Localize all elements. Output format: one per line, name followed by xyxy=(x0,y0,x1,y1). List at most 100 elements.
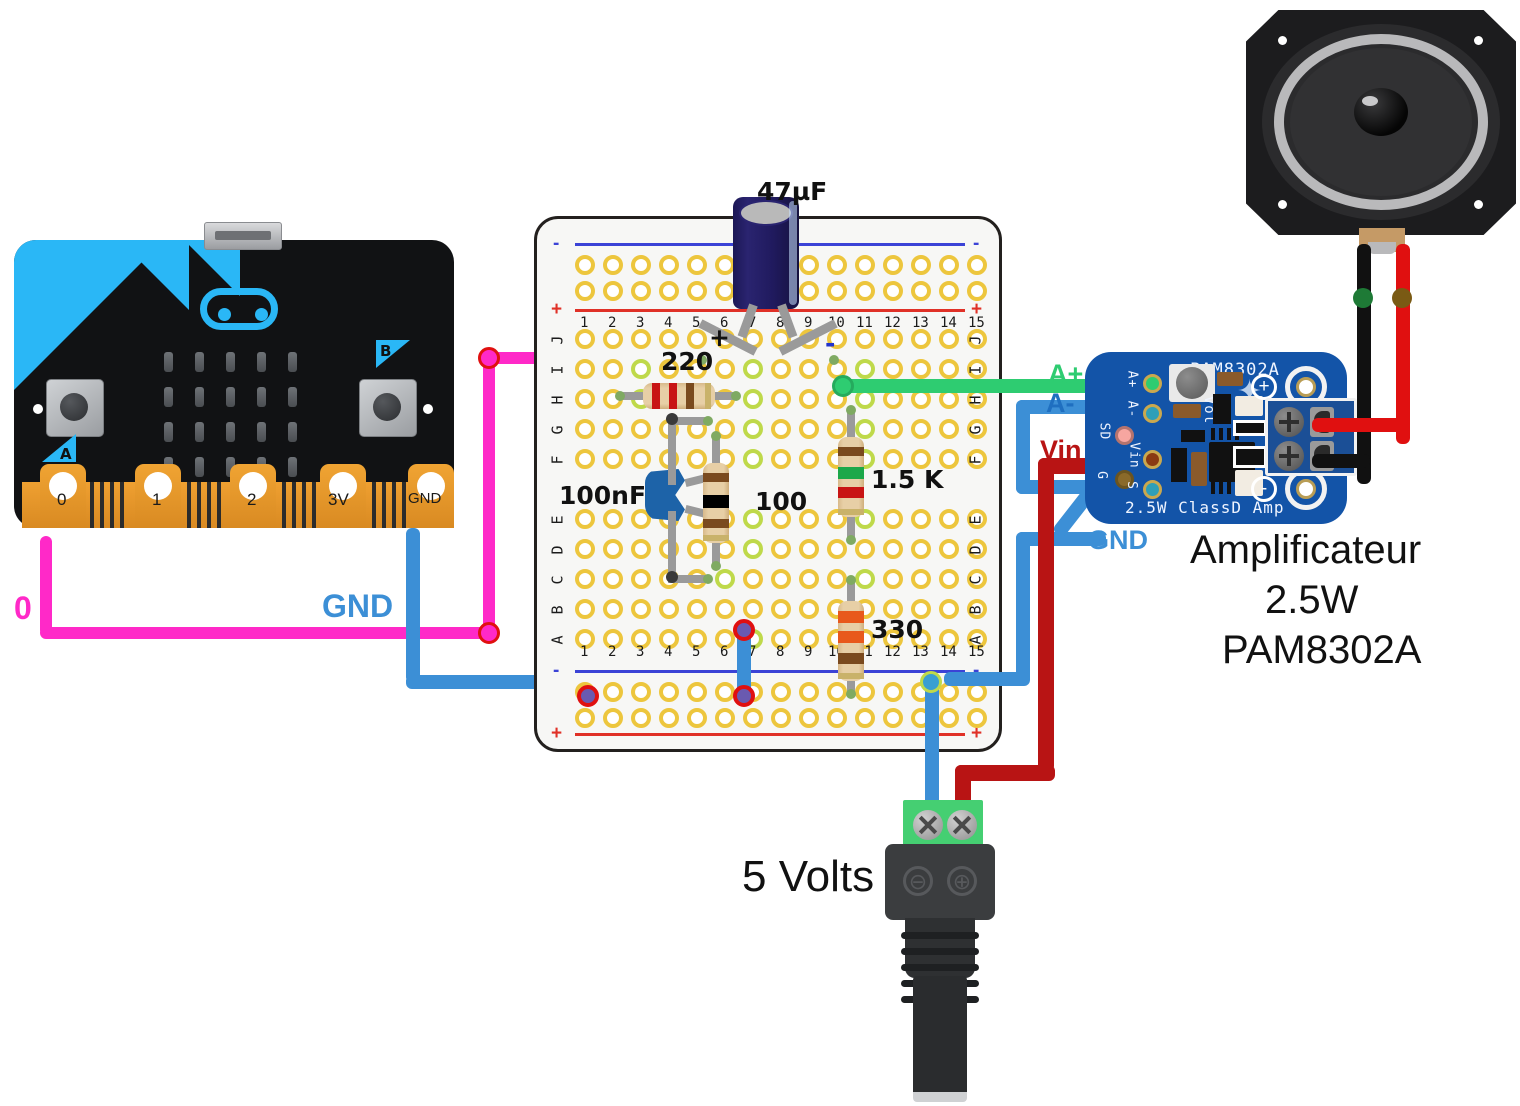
rail-hole-bottom-1-14[interactable] xyxy=(939,708,959,728)
hole-G7[interactable] xyxy=(743,419,763,439)
amplifier-pin-s[interactable] xyxy=(1143,480,1162,499)
rail-hole-bottom-0-2[interactable] xyxy=(603,682,623,702)
hole-C7[interactable] xyxy=(743,569,763,589)
rail-hole-top-1-12[interactable] xyxy=(883,281,903,301)
rail-hole-top-0-12[interactable] xyxy=(883,255,903,275)
rail-hole-top-1-5[interactable] xyxy=(687,281,707,301)
rail-hole-bottom-1-3[interactable] xyxy=(631,708,651,728)
hole-B9[interactable] xyxy=(799,599,819,619)
hole-I6[interactable] xyxy=(715,359,735,379)
hole-J11[interactable] xyxy=(855,329,875,349)
rail-hole-top-1-4[interactable] xyxy=(659,281,679,301)
hole-B5[interactable] xyxy=(687,599,707,619)
hole-A2[interactable] xyxy=(603,629,623,649)
hole-D3[interactable] xyxy=(631,539,651,559)
hole-A8[interactable] xyxy=(771,629,791,649)
hole-C1[interactable] xyxy=(575,569,595,589)
rail-hole-top-1-14[interactable] xyxy=(939,281,959,301)
rail-hole-top-1-15[interactable] xyxy=(967,281,987,301)
rail-hole-top-1-1[interactable] xyxy=(575,281,595,301)
hole-I11[interactable] xyxy=(855,359,875,379)
amplifier-terminal-screw-plus[interactable] xyxy=(1274,407,1304,437)
hole-D9[interactable] xyxy=(799,539,819,559)
rail-hole-bottom-1-15[interactable] xyxy=(967,708,987,728)
rail-hole-top-1-11[interactable] xyxy=(855,281,875,301)
hole-D15[interactable] xyxy=(967,539,987,559)
hole-F5[interactable] xyxy=(687,449,707,469)
hole-A13[interactable] xyxy=(911,629,931,649)
amplifier-terminal-screw-minus[interactable] xyxy=(1274,441,1304,471)
hole-I15[interactable] xyxy=(967,359,987,379)
hole-F7[interactable] xyxy=(743,449,763,469)
rail-hole-bottom-0-8[interactable] xyxy=(771,682,791,702)
hole-H9[interactable] xyxy=(799,389,819,409)
rail-hole-top-0-14[interactable] xyxy=(939,255,959,275)
hole-C6[interactable] xyxy=(715,569,735,589)
rail-hole-bottom-1-5[interactable] xyxy=(687,708,707,728)
microbit-button-a[interactable] xyxy=(46,379,104,437)
hole-I9[interactable] xyxy=(799,359,819,379)
amplifier-pin-g[interactable] xyxy=(1115,470,1134,489)
amplifier-pin-aplus[interactable] xyxy=(1143,374,1162,393)
amplifier-pin-aminus[interactable] xyxy=(1143,404,1162,423)
hole-D7[interactable] xyxy=(743,539,763,559)
hole-A9[interactable] xyxy=(799,629,819,649)
rail-hole-top-0-4[interactable] xyxy=(659,255,679,275)
rail-hole-top-0-5[interactable] xyxy=(687,255,707,275)
rail-hole-top-0-6[interactable] xyxy=(715,255,735,275)
hole-D12[interactable] xyxy=(883,539,903,559)
rail-hole-bottom-0-3[interactable] xyxy=(631,682,651,702)
hole-C13[interactable] xyxy=(911,569,931,589)
hole-B1[interactable] xyxy=(575,599,595,619)
hole-C10[interactable] xyxy=(827,569,847,589)
hole-C14[interactable] xyxy=(939,569,959,589)
rail-hole-bottom-1-7[interactable] xyxy=(743,708,763,728)
hole-G3[interactable] xyxy=(631,419,651,439)
rail-hole-top-0-3[interactable] xyxy=(631,255,651,275)
hole-C11[interactable] xyxy=(855,569,875,589)
rail-hole-bottom-1-2[interactable] xyxy=(603,708,623,728)
microbit-button-b[interactable] xyxy=(359,379,417,437)
rail-hole-top-1-2[interactable] xyxy=(603,281,623,301)
hole-C8[interactable] xyxy=(771,569,791,589)
hole-I13[interactable] xyxy=(911,359,931,379)
rail-hole-top-1-6[interactable] xyxy=(715,281,735,301)
hole-G14[interactable] xyxy=(939,419,959,439)
hole-J15[interactable] xyxy=(967,329,987,349)
hole-I1[interactable] xyxy=(575,359,595,379)
hole-H1[interactable] xyxy=(575,389,595,409)
hole-J1[interactable] xyxy=(575,329,595,349)
hole-D5[interactable] xyxy=(687,539,707,559)
microbit-pad-1[interactable]: 1 xyxy=(135,464,181,528)
hole-A3[interactable] xyxy=(631,629,651,649)
hole-A14[interactable] xyxy=(939,629,959,649)
hole-A1[interactable] xyxy=(575,629,595,649)
hole-D1[interactable] xyxy=(575,539,595,559)
hole-F2[interactable] xyxy=(603,449,623,469)
hole-I3[interactable] xyxy=(631,359,651,379)
hole-J10[interactable] xyxy=(827,329,847,349)
power-jack-screw-plus[interactable] xyxy=(947,810,977,840)
hole-D13[interactable] xyxy=(911,539,931,559)
hole-F3[interactable] xyxy=(631,449,651,469)
hole-E12[interactable] xyxy=(883,509,903,529)
hole-G13[interactable] xyxy=(911,419,931,439)
hole-B6[interactable] xyxy=(715,599,735,619)
hole-C2[interactable] xyxy=(603,569,623,589)
hole-G15[interactable] xyxy=(967,419,987,439)
hole-I12[interactable] xyxy=(883,359,903,379)
hole-B14[interactable] xyxy=(939,599,959,619)
hole-I2[interactable] xyxy=(603,359,623,379)
rail-hole-top-0-1[interactable] xyxy=(575,255,595,275)
microbit-pad-gnd[interactable]: GND xyxy=(408,464,454,528)
rail-hole-bottom-1-12[interactable] xyxy=(883,708,903,728)
hole-J12[interactable] xyxy=(883,329,903,349)
hole-J13[interactable] xyxy=(911,329,931,349)
hole-D11[interactable] xyxy=(855,539,875,559)
rail-hole-top-1-10[interactable] xyxy=(827,281,847,301)
hole-E15[interactable] xyxy=(967,509,987,529)
rail-hole-top-0-15[interactable] xyxy=(967,255,987,275)
hole-A5[interactable] xyxy=(687,629,707,649)
rail-hole-bottom-0-11[interactable] xyxy=(855,682,875,702)
hole-D2[interactable] xyxy=(603,539,623,559)
